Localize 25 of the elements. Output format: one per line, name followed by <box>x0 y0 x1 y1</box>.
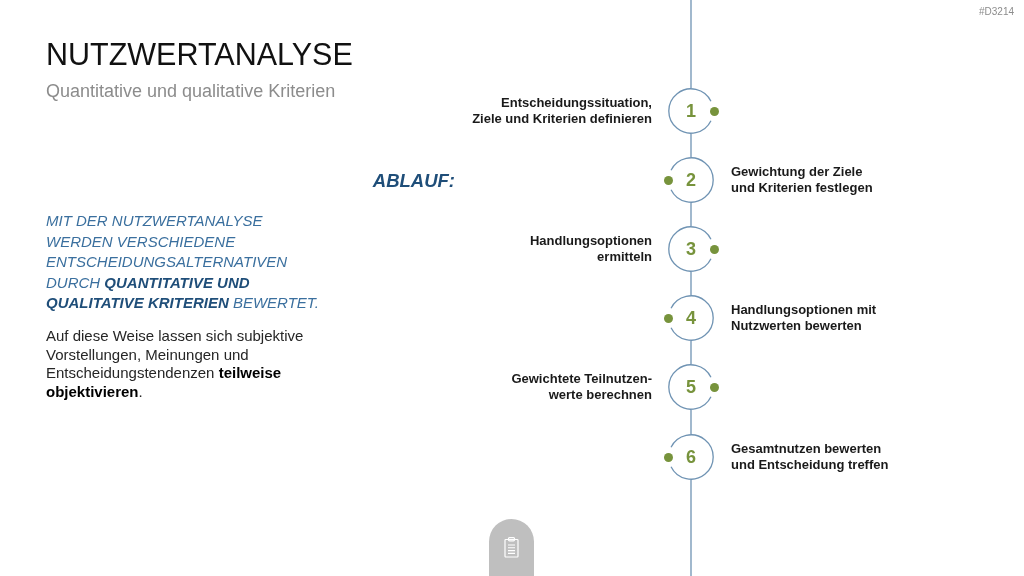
step-label: Entscheidungssituation, Ziele und Kriterien definieren <box>471 95 652 127</box>
connector-line <box>690 0 692 89</box>
step-label: Handlungsoptionen ermitteln <box>528 233 652 265</box>
step-number: 4 <box>686 308 696 328</box>
connector-line <box>690 409 692 435</box>
connector-line <box>690 202 692 227</box>
connector-line <box>690 271 692 296</box>
lead-paragraph: MIT DER NUTZWERTANALYSE WERDEN VERSCHIEDENE ENTSCHEIDUNGSALTERNATIVEN DURCH QUANTITATIVE UND QUALITATIVE KRITERIEN BEWERTET. <box>46 211 320 313</box>
subtitle: Quantitative und qualitative Kriterien <box>46 80 336 102</box>
section-heading: ABLAUF: <box>372 170 455 192</box>
step-number: 5 <box>686 377 696 397</box>
title: NUTZWERTANALYSE <box>46 36 353 72</box>
step-label: Gesamtnutzen bewerten und Entscheidung treffen <box>731 441 890 473</box>
connector-line <box>690 133 692 158</box>
document-code: #D3214 <box>978 6 1014 18</box>
connector-line <box>690 479 692 576</box>
body-text: Auf diese Weise lassen sich subjektive Vorstellungen, Meinungen und Entscheidungstendenzen teilweise objektivieren. <box>46 327 305 402</box>
step-number: 2 <box>686 170 696 190</box>
step-number: 6 <box>686 447 696 467</box>
step-label: Handlungsoptionen mit Nutzwerten bewerten <box>731 302 878 334</box>
step-number: 3 <box>686 239 696 259</box>
connector-line <box>690 340 692 365</box>
step-label: Gewichtete Teilnutzen- werte berechnen <box>510 371 652 403</box>
step-label: Gewichtung der Ziele und Kriterien festlegen <box>731 164 874 196</box>
step-number: 1 <box>686 101 696 121</box>
